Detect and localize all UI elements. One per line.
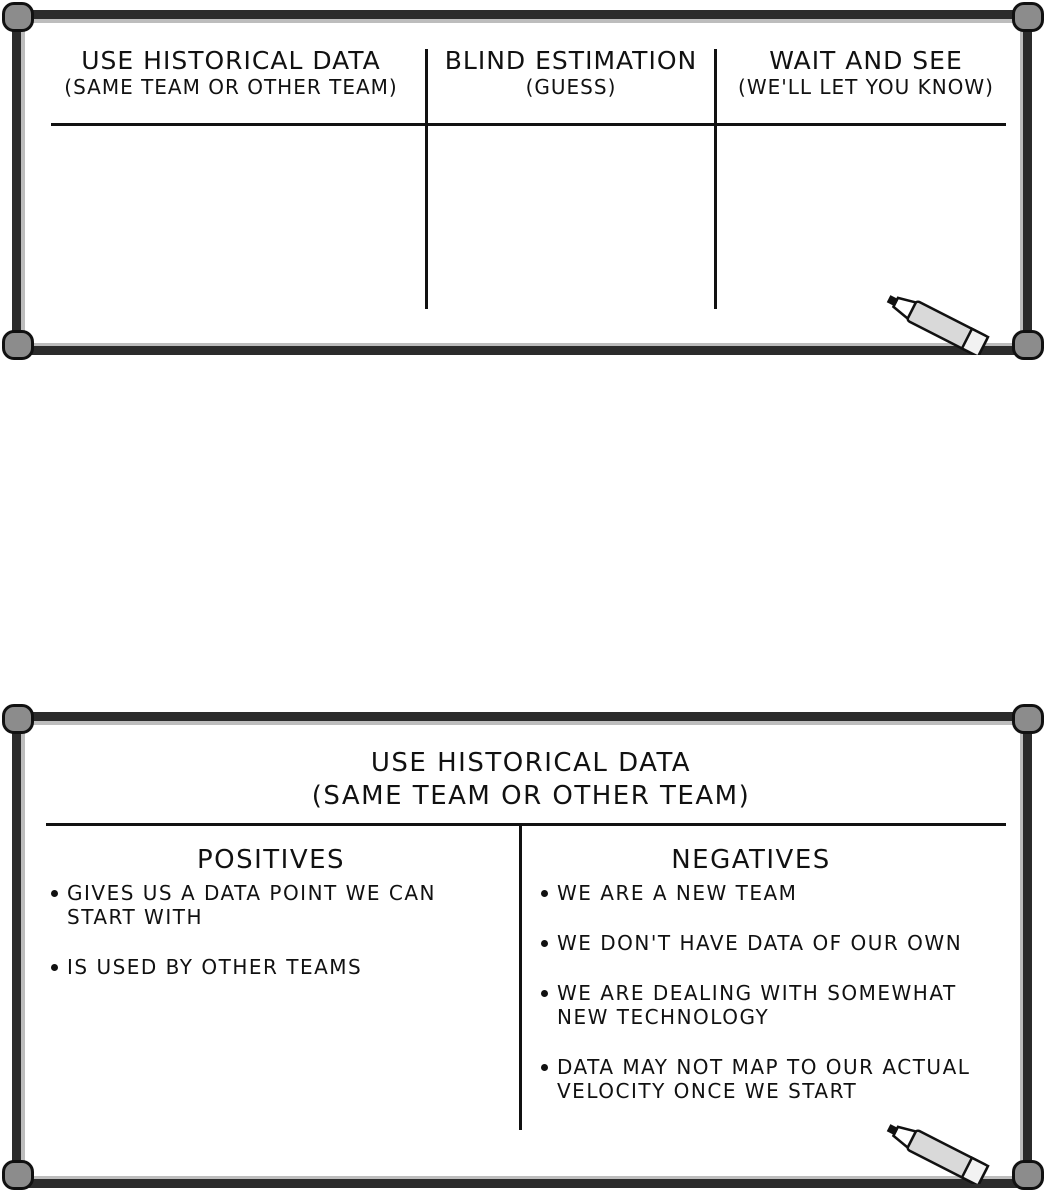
list-item: WE DON'T HAVE DATA OF OUR OWN (539, 931, 999, 955)
list-item: GIVES US A DATA POINT WE CAN START WITH (49, 881, 504, 929)
negatives-list: WE ARE A NEW TEAM WE DON'T HAVE DATA OF … (539, 881, 999, 1103)
column-subtitle: (WE'LL LET YOU KNOW) (738, 74, 994, 99)
column-title: WAIT AND SEE (769, 46, 963, 75)
column-divider (519, 825, 522, 1130)
column-subtitle: (GUESS) (525, 74, 617, 99)
column-subtitle: (SAME TEAM OR OTHER TEAM) (64, 74, 398, 99)
positives-heading: POSITIVES (196, 845, 346, 875)
list-item: WE ARE DEALING WITH SOMEWHAT NEW TECHNOL… (539, 981, 999, 1029)
marker-icon (886, 1124, 990, 1184)
list-item: DATA MAY NOT MAP TO OUR ACTUAL VELOCITY … (539, 1055, 999, 1103)
board-title: USE HISTORICAL DATA (SAME TEAM OR OTHER … (21, 747, 1041, 812)
corner-cap (2, 2, 34, 32)
corner-cap (2, 704, 34, 734)
positives-list: GIVES US A DATA POINT WE CAN START WITH … (49, 881, 504, 979)
corner-cap (2, 330, 34, 360)
column-heading-historical: USE HISTORICAL DATA (SAME TEAM OR OTHER … (41, 46, 421, 99)
column-divider-1 (425, 49, 428, 309)
board-title-line1: USE HISTORICAL DATA (370, 748, 692, 778)
board-title-line2: (SAME TEAM OR OTHER TEAM) (311, 780, 751, 811)
whiteboard-bottom: USE HISTORICAL DATA (SAME TEAM OR OTHER … (12, 712, 1032, 1188)
column-title: USE HISTORICAL DATA (81, 46, 381, 75)
column-divider-2 (714, 49, 717, 309)
list-item: WE ARE A NEW TEAM (539, 881, 999, 905)
column-heading-blind: BLIND ESTIMATION (GUESS) (431, 46, 711, 99)
corner-cap (1012, 704, 1044, 734)
header-divider (51, 123, 1006, 126)
column-title: BLIND ESTIMATION (444, 46, 698, 75)
negatives-heading: NEGATIVES (671, 845, 831, 875)
corner-cap (2, 1160, 34, 1190)
corner-cap (1012, 1160, 1044, 1190)
corner-cap (1012, 330, 1044, 360)
title-divider (46, 823, 1006, 826)
column-heading-wait: WAIT AND SEE (WE'LL LET YOU KNOW) (721, 46, 1011, 99)
marker-icon (886, 295, 990, 355)
corner-cap (1012, 2, 1044, 32)
list-item: IS USED BY OTHER TEAMS (49, 955, 504, 979)
whiteboard-top: USE HISTORICAL DATA (SAME TEAM OR OTHER … (12, 10, 1032, 355)
